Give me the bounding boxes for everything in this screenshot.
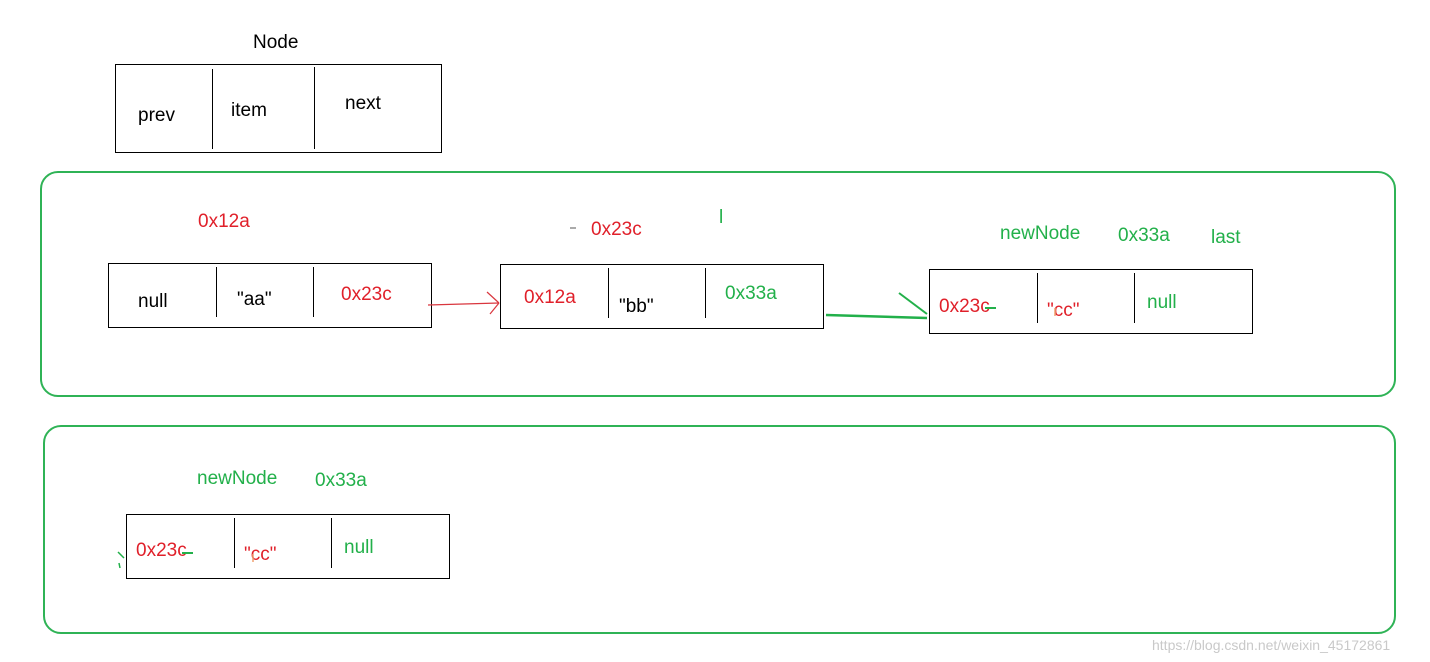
node2-item: "bb" (619, 296, 654, 317)
new-node-box: 0x23c "cc" null (126, 514, 450, 579)
node2-stray-mark: l (719, 207, 724, 228)
node1-box: null "aa" 0x23c (108, 263, 432, 328)
node-divider (234, 518, 235, 568)
legend-title: Node (253, 32, 299, 53)
legend-divider (314, 67, 315, 149)
node1-next: 0x23c (341, 284, 392, 305)
node3-address: 0x33a (1118, 225, 1170, 246)
node3-label: newNode (1000, 223, 1081, 244)
node-divider (705, 268, 706, 318)
legend-node-box: prev item next (115, 64, 442, 153)
node-divider (1037, 273, 1038, 323)
node-divider (1134, 273, 1135, 323)
node1-to-node2-arrow (427, 291, 500, 315)
new-node-label: newNode (197, 468, 278, 489)
new-node-prev: 0x23c (136, 540, 187, 561)
node2-box: 0x12a "bb" 0x33a (500, 264, 824, 329)
node3-box: 0x23c "cc" null (929, 269, 1253, 334)
new-node-address: 0x33a (315, 470, 367, 491)
node-divider (313, 267, 314, 317)
node3-prev: 0x23c (939, 296, 990, 317)
new-node-next: null (344, 537, 374, 558)
linked-list-panel (40, 171, 1396, 397)
node1-address: 0x12a (198, 211, 250, 232)
legend-field-next: next (345, 93, 381, 114)
node-divider (608, 268, 609, 318)
legend-field-prev: prev (138, 105, 175, 126)
stroke-marks (117, 227, 1056, 569)
node2-to-node3-link (825, 292, 928, 320)
new-node-item: "cc" (244, 544, 277, 565)
legend-field-item: item (231, 100, 267, 121)
node3-next: null (1147, 292, 1177, 313)
new-node-panel (43, 425, 1396, 634)
node2-address: 0x23c (591, 219, 642, 240)
watermark: https://blog.csdn.net/weixin_45172861 (1152, 637, 1391, 653)
node1-prev: null (138, 291, 168, 312)
node-divider (331, 518, 332, 568)
node2-prev: 0x12a (524, 287, 576, 308)
last-pointer-label: last (1211, 227, 1241, 248)
node-divider (216, 267, 217, 317)
legend-divider (212, 69, 213, 149)
node2-next: 0x33a (725, 283, 777, 304)
node1-item: "aa" (237, 289, 272, 310)
